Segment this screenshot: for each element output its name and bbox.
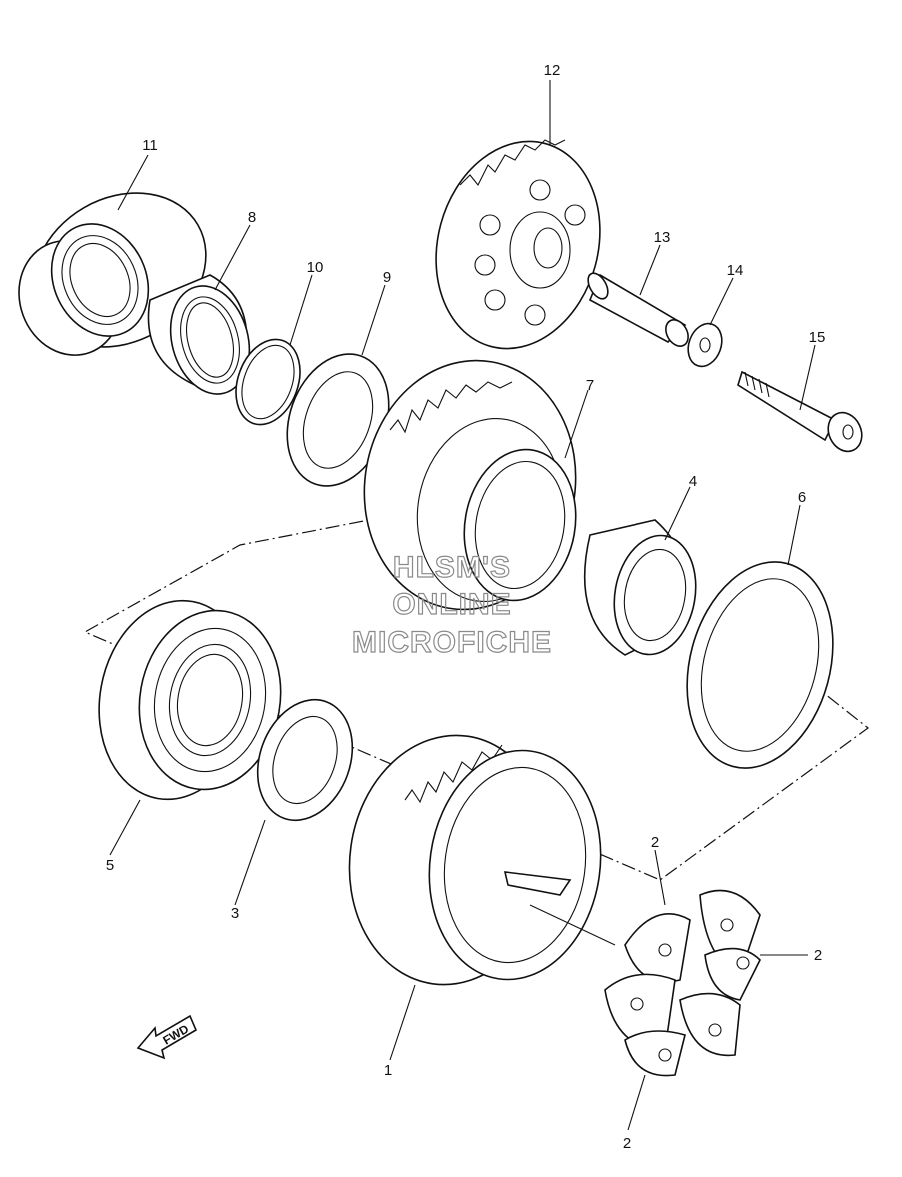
callout-9: 9 [383,269,391,286]
part-4-sleeve [583,519,697,656]
fwd-arrow-icon: FWD [136,1014,198,1060]
callout-3: 3 [231,905,239,922]
callout-2-bottom: 2 [623,1135,631,1152]
callout-15: 15 [809,329,826,346]
callout-4: 4 [689,473,697,490]
callout-12: 12 [544,62,561,79]
callout-2-right: 2 [814,947,822,964]
callout-10: 10 [307,259,324,276]
part-6-plate [686,561,834,769]
part-7-gear-ring [363,359,577,611]
callout-2-top: 2 [651,834,659,851]
watermark-line-2: ONLINE [392,588,511,621]
callout-1: 1 [384,1062,392,1079]
part-10-ring [235,338,301,426]
part-14-washer [687,322,723,368]
leader-lines [109,80,816,1131]
callout-6: 6 [798,489,806,506]
part-13-pin [587,272,689,347]
part-5-oneway-clutch [98,599,282,801]
part-3-washer [256,698,354,822]
callout-11: 11 [142,137,158,154]
part-2-dampers [604,889,761,1077]
callout-8: 8 [248,209,256,226]
watermark: HLSM'S ONLINE MICROFICHE [351,550,552,659]
callout-13: 13 [654,229,671,246]
part-15-bolt [737,370,863,453]
callout-14: 14 [727,262,744,279]
part-11-bearing [18,192,207,356]
part-1-drum-gear [348,734,616,986]
watermark-line-3: MICROFICHE [352,626,552,659]
callout-5: 5 [106,857,114,874]
watermark-line-1: HLSM'S [393,551,511,584]
callout-7: 7 [586,377,594,394]
part-12-gear [435,139,601,350]
